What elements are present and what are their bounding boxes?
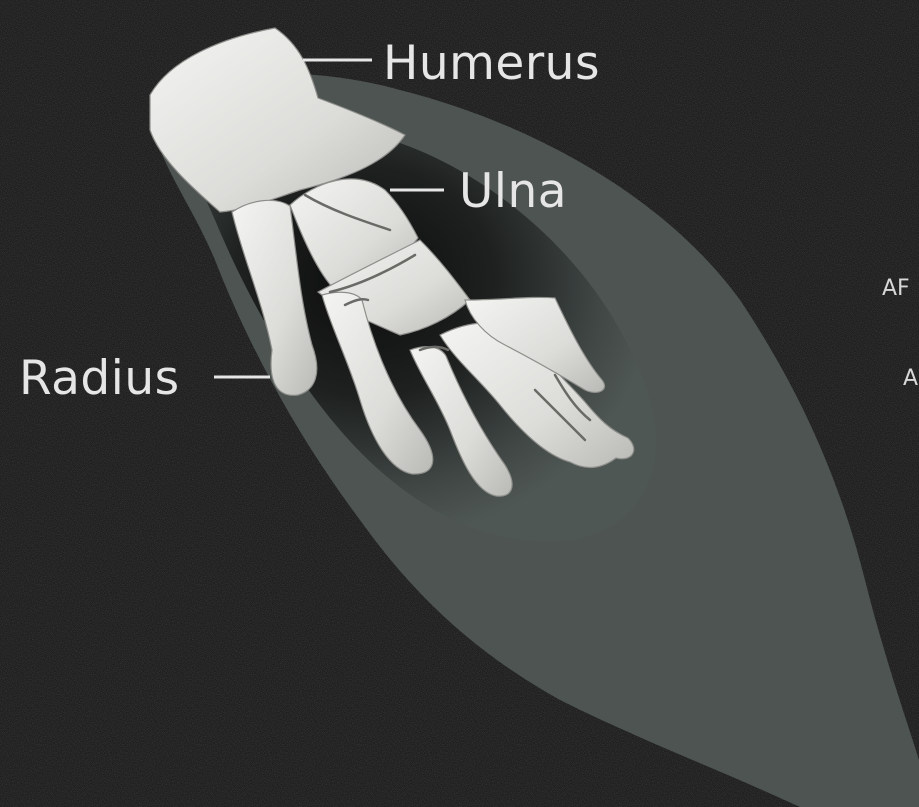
- edge-text-line1: AF: [882, 278, 910, 300]
- edge-text-line2: A: [903, 368, 918, 390]
- humerus-label: Humerus: [383, 40, 600, 87]
- radius-label: Radius: [19, 355, 180, 402]
- ulna-label: Ulna: [459, 168, 567, 215]
